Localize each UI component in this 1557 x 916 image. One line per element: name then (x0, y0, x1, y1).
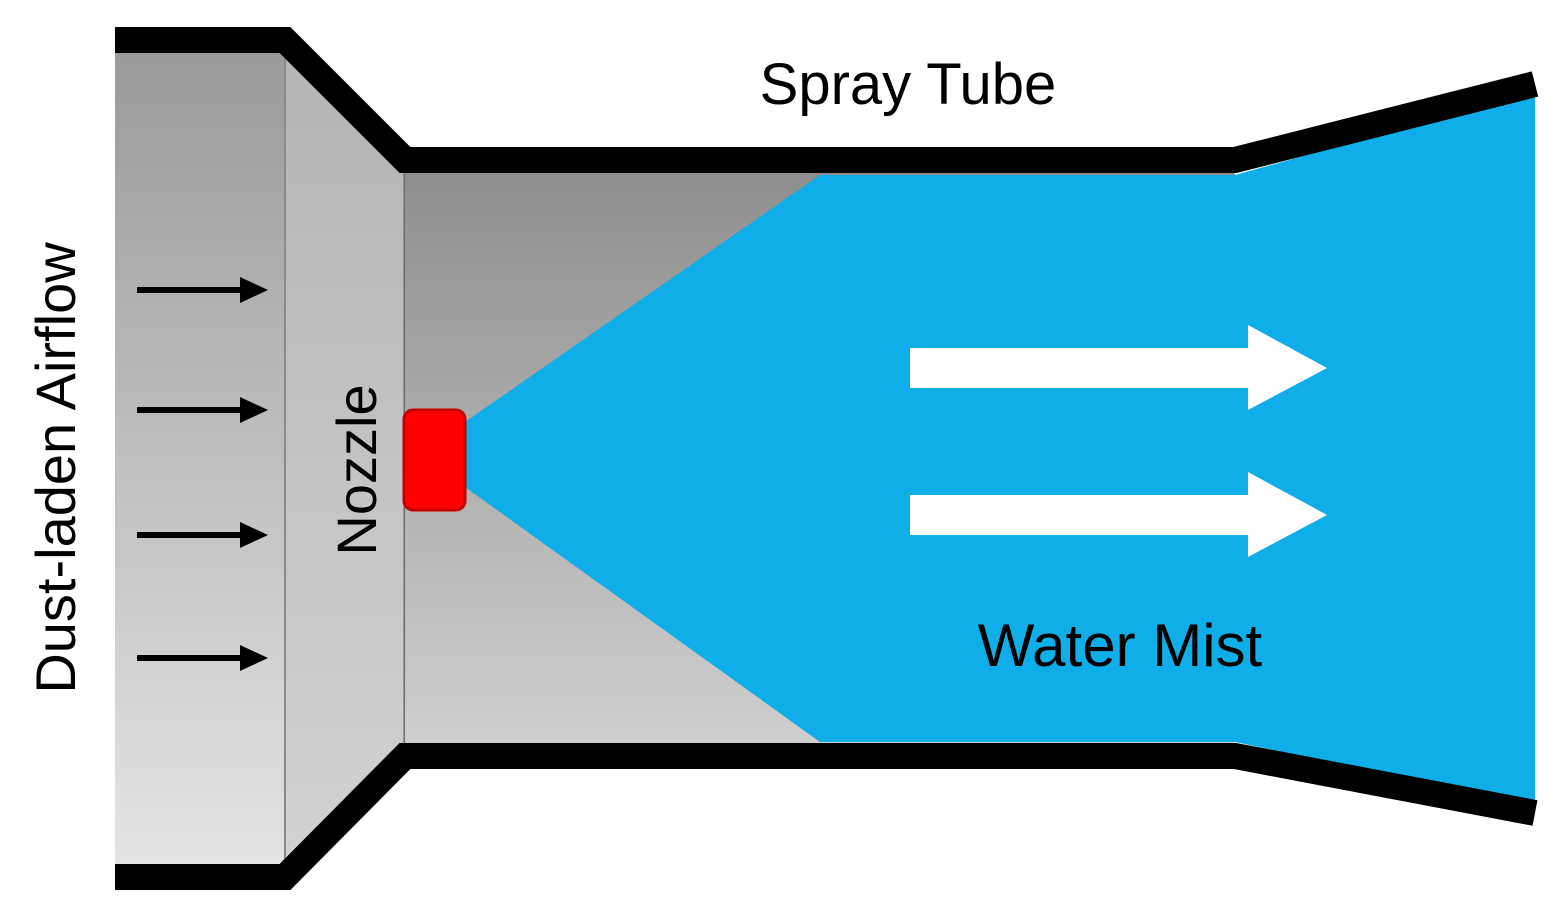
mist-flow-arrows (910, 325, 1327, 557)
arrow-right-icon (137, 397, 268, 423)
arrow-right-icon (137, 522, 268, 548)
block-arrow-right-icon (910, 472, 1327, 557)
arrow-right-icon (137, 277, 268, 303)
spray-tube-label: Spray Tube (760, 52, 1057, 117)
nozzle (402, 408, 467, 512)
water-mist-region (465, 92, 1535, 805)
nozzle-label: Nozzle (325, 384, 388, 555)
inlet-airflow-arrows (137, 277, 268, 671)
inlet-label: Dust-laden Airflow (24, 242, 87, 694)
water-mist-label: Water Mist (978, 612, 1263, 679)
top-wall (115, 27, 1539, 173)
inlet-converging-face (285, 50, 405, 867)
inlet-section (115, 50, 407, 867)
inlet-interior (115, 50, 285, 867)
tube-walls (115, 27, 1539, 890)
block-arrow-right-icon (910, 325, 1327, 410)
arrow-right-icon (137, 645, 268, 671)
bottom-wall (115, 743, 1538, 890)
